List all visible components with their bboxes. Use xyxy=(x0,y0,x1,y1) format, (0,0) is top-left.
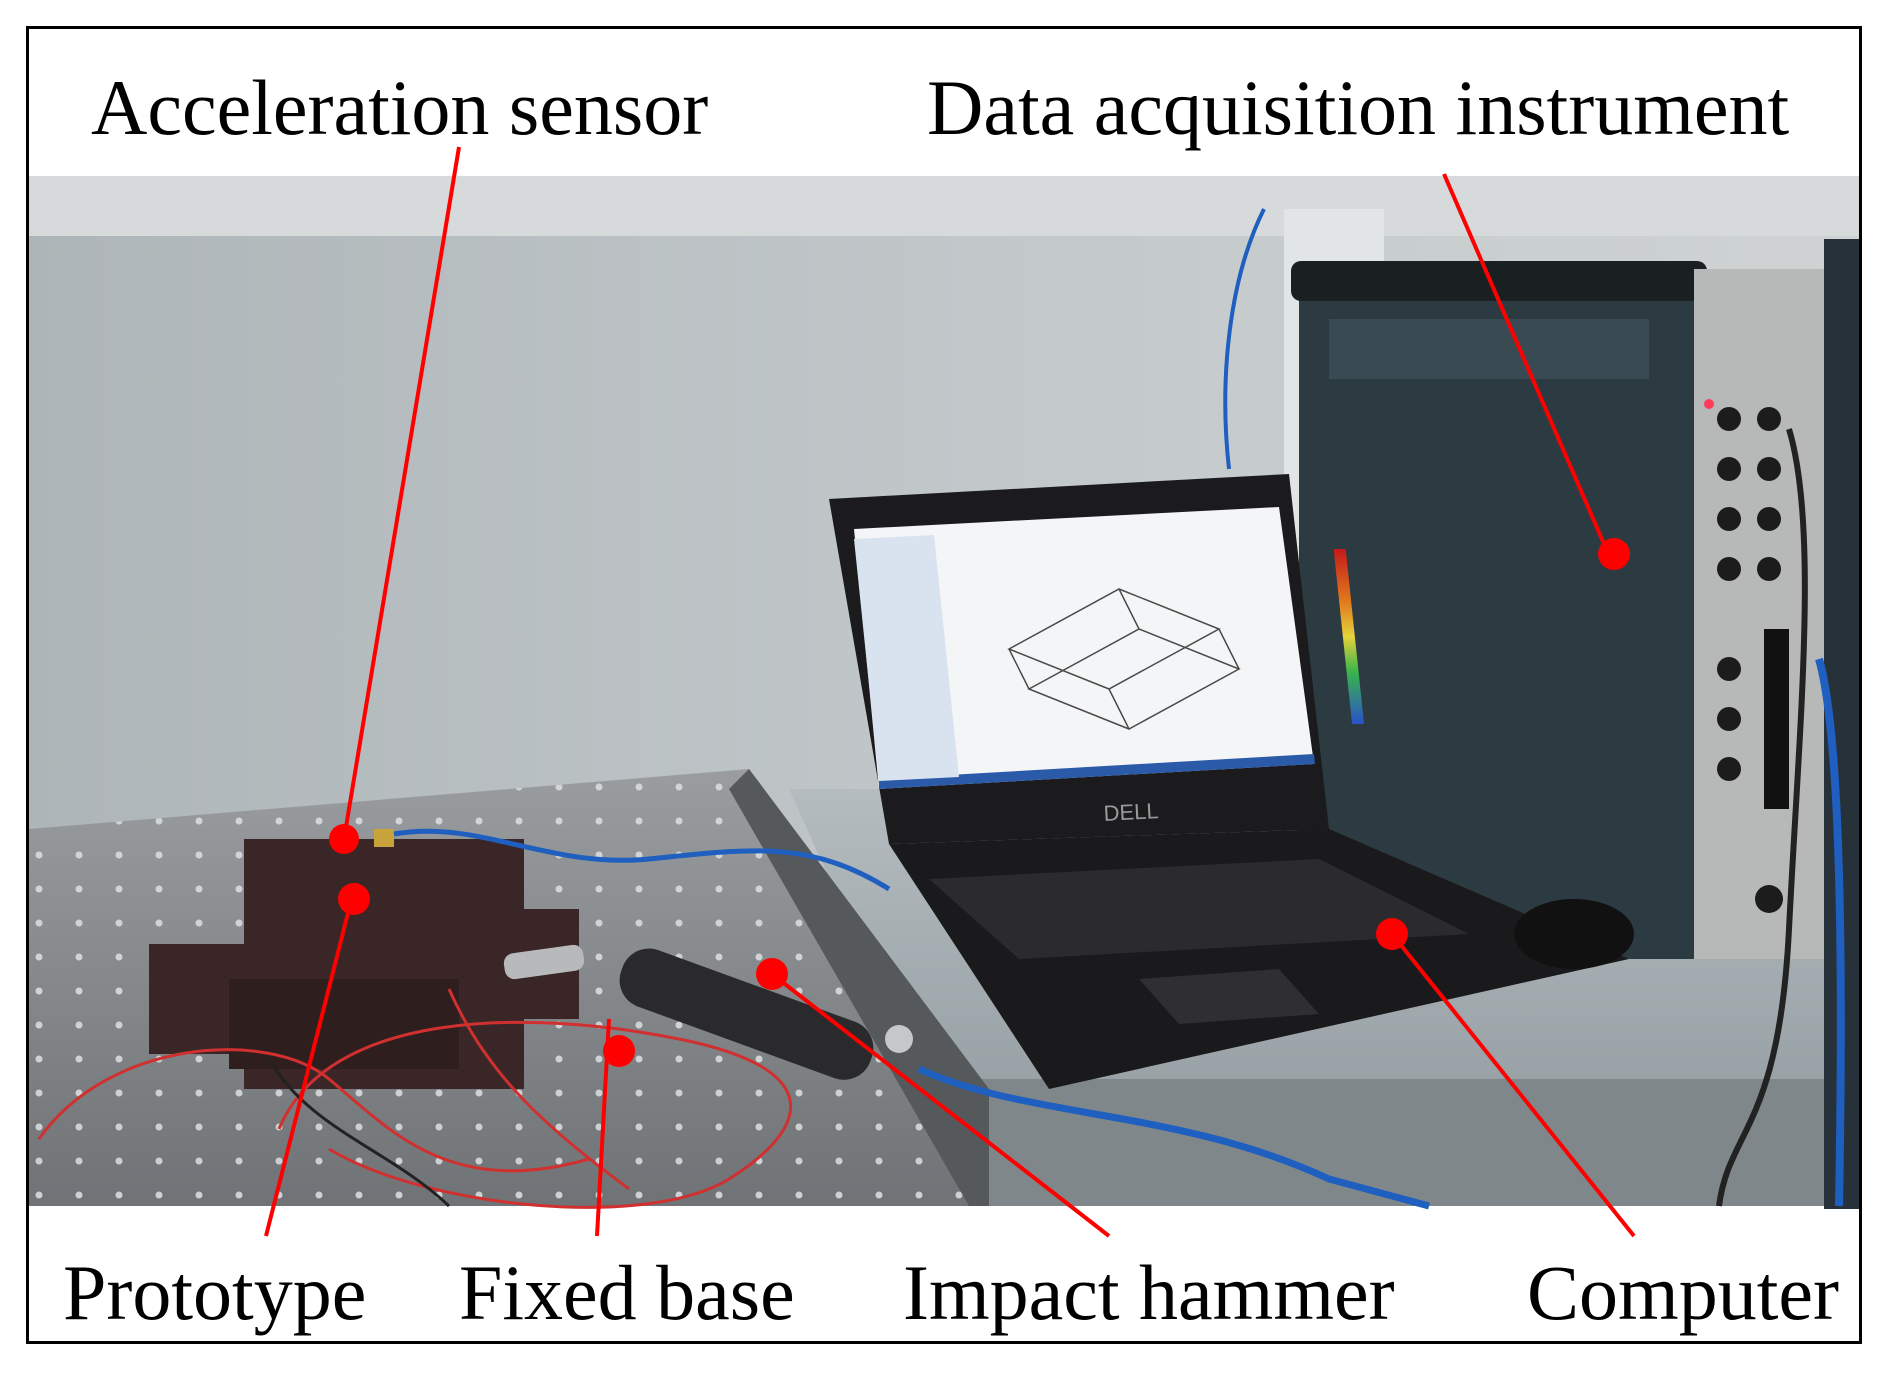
impact-hammer xyxy=(503,944,913,1080)
laptop-screen-taskbar xyxy=(879,754,1315,789)
sensor-blue-cable xyxy=(393,828,891,892)
marker-impact-hammer xyxy=(756,958,788,990)
laptop-keyboard xyxy=(929,859,1469,959)
laptop-screen-sidebar xyxy=(854,535,959,781)
blue-cable-top xyxy=(1223,208,1266,470)
annotation-lines xyxy=(264,146,1636,1238)
instrument-handle xyxy=(1291,261,1707,301)
marker-data-acquisition xyxy=(1598,538,1630,570)
blue-cable-right xyxy=(1815,657,1845,1207)
marker-fixed-base xyxy=(603,1035,635,1067)
figure-frame: DELL xyxy=(26,26,1862,1344)
sensor-body xyxy=(374,829,394,847)
red-wire-1 xyxy=(37,1048,590,1173)
table-edge xyxy=(729,769,989,1206)
wall-top-shade xyxy=(29,176,1859,236)
laptop-brand-logo: DELL xyxy=(1103,798,1159,826)
label-computer: Computer xyxy=(1527,1249,1839,1336)
instrument-slot xyxy=(1764,629,1789,809)
annotation-markers xyxy=(329,538,1630,1067)
leader-data-acquisition xyxy=(1442,173,1606,545)
desk-front xyxy=(909,1079,1859,1206)
mouse xyxy=(1514,899,1634,969)
label-acceleration-sensor: Acceleration sensor xyxy=(91,64,709,151)
marker-prototype xyxy=(338,883,370,915)
laptop-screen xyxy=(854,507,1314,789)
leader-acceleration-sensor xyxy=(342,146,461,840)
instrument-connectors xyxy=(1717,407,1783,913)
black-wire xyxy=(267,1058,451,1208)
instrument-led xyxy=(1704,399,1714,409)
laptop-touchpad xyxy=(1139,969,1319,1024)
label-fixed-base: Fixed base xyxy=(459,1249,795,1336)
marker-acceleration-sensor xyxy=(329,824,359,854)
lab-photo: DELL xyxy=(29,146,1859,1238)
label-prototype: Prototype xyxy=(63,1249,367,1336)
instrument-cables xyxy=(1716,428,1808,1207)
marker-computer xyxy=(1376,918,1408,950)
leader-impact-hammer xyxy=(770,972,1111,1238)
label-impact-hammer: Impact hammer xyxy=(903,1249,1395,1336)
label-data-acquisition-instrument: Data acquisition instrument xyxy=(927,64,1790,151)
desk-blue-cable xyxy=(917,1065,1430,1210)
instrument-vent xyxy=(1329,319,1649,379)
photo-scene: DELL xyxy=(29,176,1859,1210)
laptop-screen-colorbar xyxy=(1333,549,1365,724)
red-wire-2 xyxy=(277,1020,792,1209)
leader-computer xyxy=(1390,932,1636,1238)
leader-prototype xyxy=(264,908,351,1237)
laptop-screen-wireframe xyxy=(1007,588,1241,730)
